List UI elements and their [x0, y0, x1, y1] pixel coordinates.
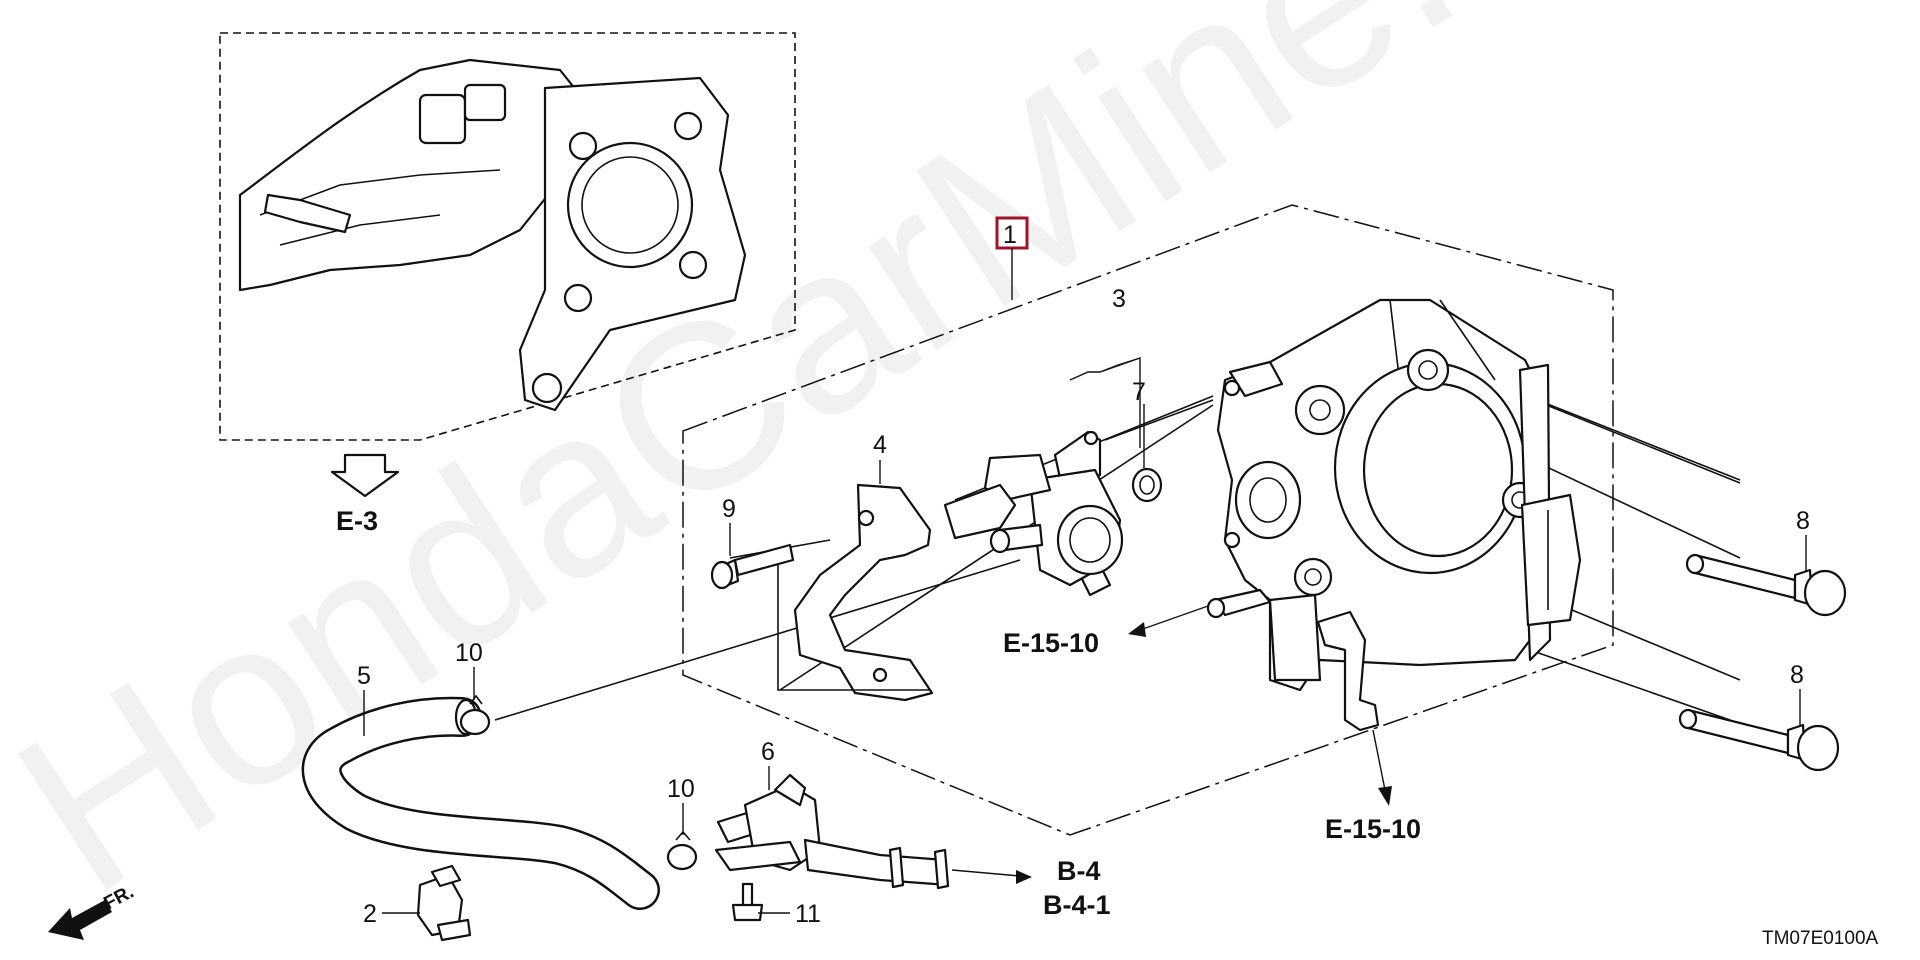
arrow-left-icon — [1128, 622, 1146, 637]
callout-5[interactable]: 5 — [357, 662, 371, 690]
assembly-outline — [682, 204, 1614, 836]
callout-2[interactable]: 2 — [363, 900, 377, 928]
part-5-hose — [304, 699, 658, 908]
diagram-code: TM07E0100A — [1762, 928, 1879, 949]
callout-7[interactable]: 7 — [1132, 378, 1146, 406]
callout-10-lower[interactable]: 10 — [667, 775, 695, 803]
part-10-clamp-upper — [459, 708, 491, 736]
callout-4[interactable]: 4 — [873, 431, 887, 459]
callout-8-lower[interactable]: 8 — [1790, 661, 1804, 689]
manifold-clip — [263, 193, 352, 234]
ref-b4-1[interactable]: B-4-1 — [1043, 890, 1111, 920]
manifold-sensor — [418, 93, 467, 145]
callout-11[interactable]: 11 — [795, 900, 821, 928]
callout-9[interactable]: 9 — [722, 495, 736, 523]
part-3-solenoid-valve — [943, 430, 1124, 597]
callout-10-upper[interactable]: 10 — [455, 639, 483, 667]
ref-e15-10-bottom[interactable]: E-15-10 — [1325, 814, 1421, 844]
part-2-clip — [416, 864, 472, 942]
part-9-bolt — [710, 543, 795, 590]
front-arrow-icon — [48, 900, 112, 940]
part-8-bolt-upper — [1685, 553, 1847, 617]
part-10-clamp-lower — [666, 843, 698, 871]
ref-b4[interactable]: B-4 — [1057, 856, 1101, 886]
ref-e3[interactable]: E-3 — [336, 506, 378, 536]
part-8-bolt-lower — [1678, 708, 1840, 772]
down-arrow-icon — [330, 453, 400, 498]
callout-6[interactable]: 6 — [761, 738, 775, 766]
arrow-right-icon — [1016, 870, 1032, 884]
assembly-frame: 1 — [682, 204, 1614, 836]
callout-3[interactable]: 3 — [1112, 285, 1126, 313]
throttle-body — [1206, 298, 1582, 732]
part-6-joint — [714, 773, 950, 890]
arrow-down-icon — [1378, 786, 1392, 806]
inset-detail — [219, 32, 796, 441]
part-7-o-ring — [1131, 467, 1163, 503]
callout-1[interactable]: 1 — [1003, 221, 1017, 249]
part-4-bracket — [793, 483, 934, 702]
inset-frame — [219, 32, 796, 441]
ref-e15-10-left[interactable]: E-15-10 — [1003, 628, 1099, 658]
callout-8-upper[interactable]: 8 — [1796, 507, 1810, 535]
